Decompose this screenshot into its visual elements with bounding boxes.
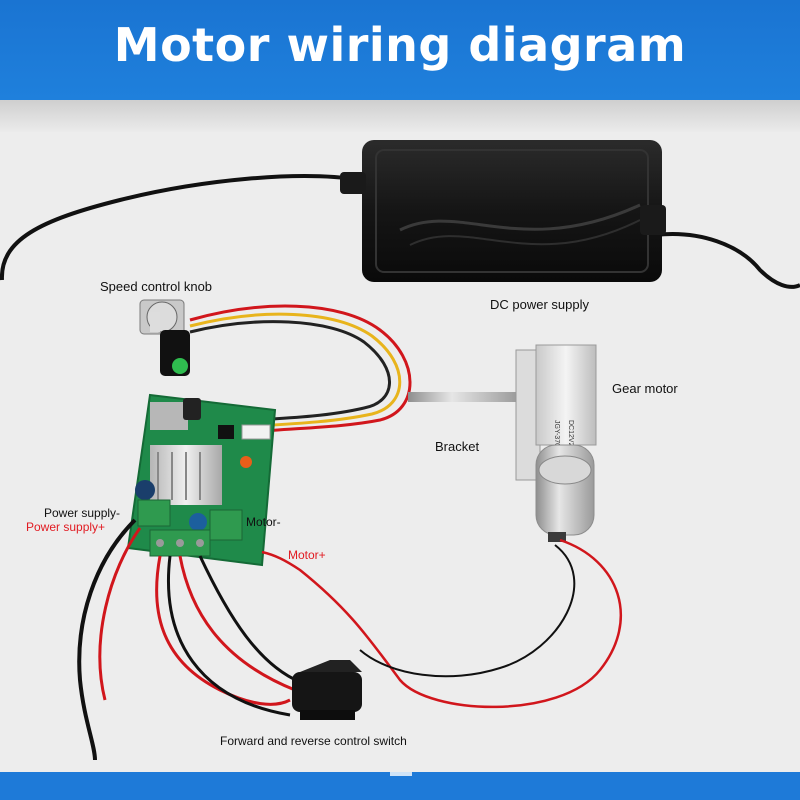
- forward-reverse-switch: [292, 660, 362, 720]
- label-bracket: Bracket: [435, 439, 480, 454]
- label-power-supply-minus: Power supply-: [44, 506, 121, 520]
- banner-shadow: [0, 100, 800, 132]
- switch-wire-black-1: [198, 555, 301, 684]
- label-speed-control-knob: Speed control knob: [100, 279, 213, 294]
- label-power-supply-plus: Power supply+: [26, 520, 106, 534]
- knob-wire-black: [189, 320, 391, 422]
- dc-power-supply: [340, 140, 666, 282]
- label-gear-motor: Gear motor: [612, 381, 678, 396]
- board-power-negative-wire: [77, 518, 137, 761]
- speed-control-knob: [139, 299, 190, 376]
- label-motor-plus: Motor+: [288, 548, 326, 562]
- page-title: Motor wiring diagram: [113, 18, 687, 72]
- motor-wire-red: [261, 538, 623, 709]
- footer-bar: [0, 772, 800, 800]
- psu-cable-left: [0, 174, 361, 281]
- psu-cable-right: [654, 232, 800, 289]
- switch-wire-red-1: [155, 555, 291, 706]
- motor-wire-black: [359, 544, 576, 678]
- switch-wire-black-2: [167, 555, 291, 717]
- footer-notch: [390, 772, 412, 776]
- board-power-positive-wire: [98, 527, 142, 701]
- label-forward-reverse-switch: Forward and reverse control switch: [220, 734, 407, 748]
- gear-motor: JGY-370 DC12V23RPM: [408, 344, 597, 542]
- switch-wire-red-2: [178, 555, 296, 692]
- pwm-control-board: [126, 393, 277, 567]
- label-dc-power-supply: DC power supply: [490, 297, 589, 312]
- knob-wire-yellow: [189, 312, 402, 428]
- label-motor-minus: Motor-: [246, 515, 281, 529]
- knob-wire-red: [189, 304, 412, 434]
- motor-label-spec: DC12V23RPM: [567, 420, 574, 466]
- motor-label-model: JGY-370: [553, 420, 560, 447]
- title-banner: Motor wiring diagram: [0, 0, 800, 100]
